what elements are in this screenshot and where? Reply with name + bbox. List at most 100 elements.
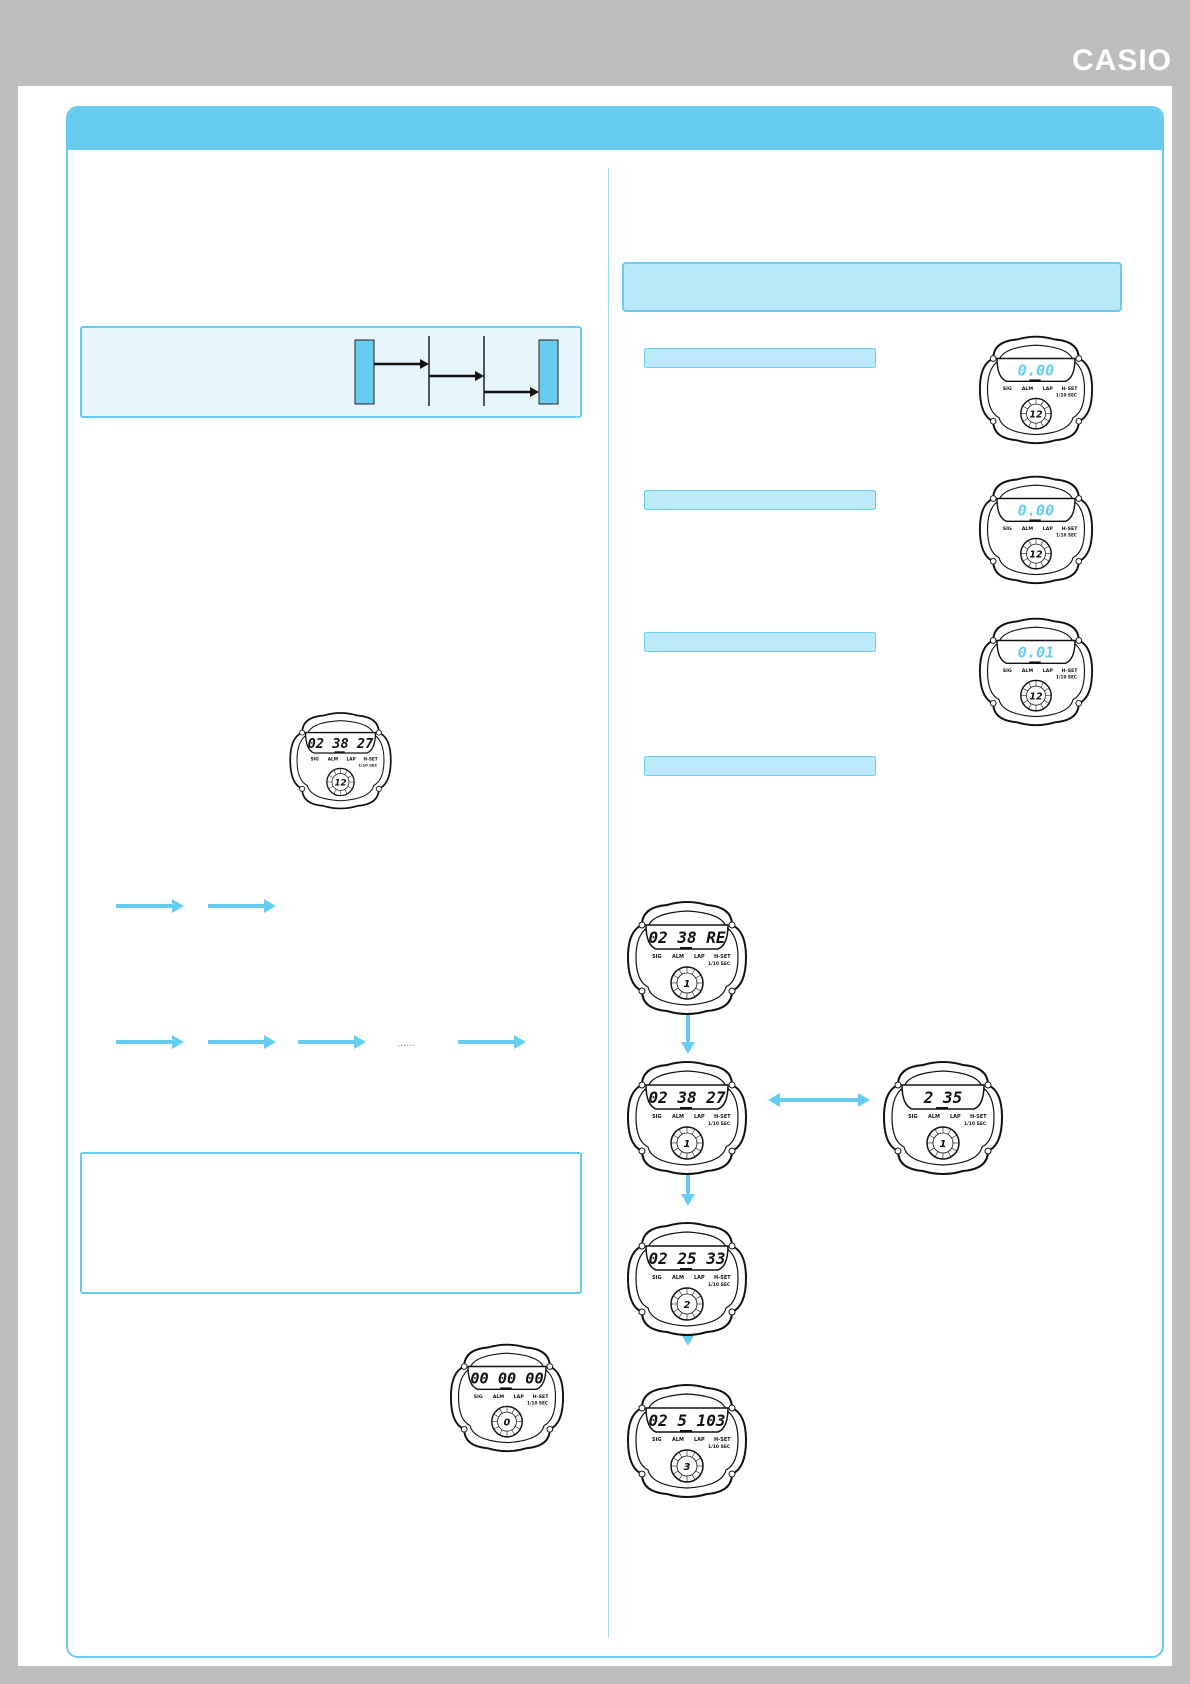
dial-number: 1	[684, 979, 691, 990]
mode-label: H-SET	[1062, 668, 1079, 674]
sub-label: 1/10 SEC	[1056, 393, 1077, 399]
mode-label: H-SET	[970, 1114, 987, 1120]
mode-label: H-SET	[1062, 386, 1079, 392]
mode-label: ALM	[1022, 386, 1034, 392]
mode-label: ALM	[1022, 526, 1034, 532]
dial-number: 12	[1029, 549, 1043, 560]
mode-label: SIG	[1003, 526, 1012, 532]
mode-label: H-SET	[714, 1437, 731, 1443]
lcd-digits: 0.00	[1018, 362, 1055, 380]
mode-label: LAP	[346, 757, 355, 763]
mode-label: SIG	[311, 757, 320, 763]
mode-label: ALM	[672, 1437, 684, 1443]
mode-label: LAP	[1043, 386, 1054, 392]
toggle-arrow	[764, 1090, 874, 1110]
sub-label: 1/10 SEC	[708, 1444, 731, 1450]
lcd-digits: 02 25 33	[648, 1249, 725, 1268]
mode-label: ALM	[328, 757, 338, 763]
mode-label: H-SET	[364, 757, 378, 763]
sequence-arrows-row-2: ......	[112, 1030, 542, 1054]
mode-label: ALM	[672, 1114, 684, 1120]
mode-label: SIG	[908, 1114, 918, 1120]
dial-number: 3	[684, 1462, 691, 1473]
mode-label: H-SET	[714, 1114, 731, 1120]
mode-label: H-SET	[714, 954, 731, 960]
dial-number: 2	[684, 1300, 691, 1311]
sub-label: 1/10 SEC	[1056, 675, 1077, 681]
column-divider	[608, 168, 609, 1638]
mode-label: H-SET	[714, 1275, 731, 1281]
mode-label: LAP	[694, 1437, 705, 1443]
dial-number: 12	[1029, 691, 1043, 702]
sub-label: 1/10 SEC	[527, 1401, 548, 1407]
mode-label: SIG	[652, 954, 662, 960]
mode-label: SIG	[1003, 668, 1012, 674]
mode-label: SIG	[474, 1394, 483, 1400]
sub-label: 1/10 SEC	[708, 1282, 731, 1288]
lcd-digits: 02 5 103	[648, 1411, 725, 1430]
lcd-digits: 02 38 27	[308, 736, 374, 752]
mode-label: LAP	[950, 1114, 961, 1120]
mode-label: SIG	[1003, 386, 1012, 392]
section-header-bar	[68, 108, 1162, 150]
step-bar-1	[644, 348, 876, 368]
mode-label: LAP	[694, 1114, 705, 1120]
mode-label: LAP	[514, 1394, 525, 1400]
mode-label: H-SET	[533, 1394, 550, 1400]
mode-label: SIG	[652, 1275, 662, 1281]
lcd-digits: 02 38 27	[648, 1088, 725, 1107]
sub-label: 1/10 SEC	[964, 1121, 987, 1127]
lcd-digits: 2 35	[923, 1088, 963, 1107]
mode-label: ALM	[928, 1114, 940, 1120]
mode-label: H-SET	[1062, 526, 1079, 532]
lcd-digits: 0.01	[1018, 644, 1055, 662]
sub-label: 1/10 SEC	[708, 1121, 731, 1127]
step-bar-3	[644, 632, 876, 652]
mode-label: SIG	[652, 1114, 662, 1120]
casio-logo: CASIO	[1071, 44, 1172, 77]
dial-number: 1	[684, 1139, 691, 1150]
mode-label: LAP	[1043, 526, 1054, 532]
dial-number: 12	[1029, 409, 1043, 420]
sub-label: 1/10 SEC	[708, 961, 731, 967]
dial-number: 12	[335, 778, 347, 788]
timing-diagram-box	[80, 326, 582, 418]
mode-label: ALM	[672, 1275, 684, 1281]
mode-label: LAP	[694, 1275, 705, 1281]
step-bar-4	[644, 756, 876, 776]
lcd-digits: 02 38 RE	[648, 928, 725, 947]
lcd-digits: 0.00	[1018, 502, 1055, 520]
step-bar-2	[644, 490, 876, 510]
note-box	[80, 1152, 584, 1296]
mode-label: LAP	[1043, 668, 1054, 674]
dial-number: 1	[940, 1139, 947, 1150]
sub-label: 1/10 SEC	[1056, 533, 1077, 539]
sub-label: 1/10 SEC	[358, 763, 377, 768]
dial-number: 0	[504, 1417, 511, 1428]
procedure-header-box	[622, 262, 1124, 312]
mode-label: ALM	[493, 1394, 505, 1400]
sequence-arrows-row-1	[112, 894, 292, 918]
mode-label: ALM	[672, 954, 684, 960]
mode-label: ALM	[1022, 668, 1034, 674]
ellipsis-dots: ......	[397, 1037, 415, 1049]
manual-page	[18, 86, 1172, 1666]
lcd-digits: 00 00 00	[470, 1370, 543, 1388]
mode-label: SIG	[652, 1437, 662, 1443]
